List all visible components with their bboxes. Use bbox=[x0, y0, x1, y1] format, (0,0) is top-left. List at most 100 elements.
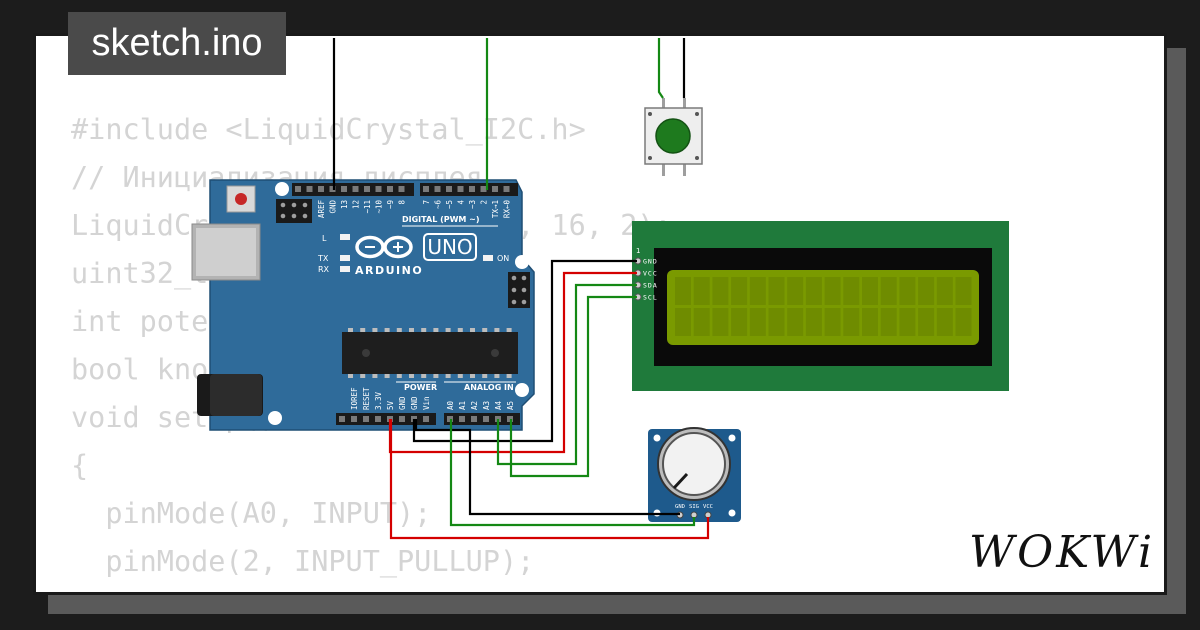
chip-leg bbox=[421, 328, 427, 332]
digital-pin-holes bbox=[295, 186, 510, 192]
chip-leg bbox=[482, 374, 488, 378]
pin-label: ~6 bbox=[434, 200, 443, 210]
pin-label: IOREF bbox=[350, 387, 359, 410]
lcd-cell bbox=[805, 277, 822, 305]
pot-pins: GND SIG VCC bbox=[675, 504, 713, 519]
pin-label: 12 bbox=[352, 200, 361, 209]
chip-leg bbox=[372, 374, 378, 378]
atmega-chip bbox=[342, 332, 518, 374]
wire-green bbox=[509, 295, 637, 478]
lcd-cell bbox=[862, 277, 878, 305]
mounting-hole bbox=[515, 255, 529, 269]
lcd-cell bbox=[824, 277, 841, 305]
chip-leg bbox=[433, 328, 439, 332]
pot-knob[interactable] bbox=[662, 432, 726, 496]
pin-hole bbox=[364, 186, 370, 192]
code-line: pinMode(A0, INPUT); bbox=[71, 497, 432, 530]
pin-label: 8 bbox=[398, 200, 407, 205]
led-label-l: L bbox=[322, 234, 327, 243]
pin-hole bbox=[457, 186, 464, 192]
pin-label: 13 bbox=[340, 200, 349, 209]
pin-label: GND bbox=[398, 396, 407, 410]
pin-hole bbox=[399, 416, 405, 422]
lcd-pin-label: VCC bbox=[643, 270, 658, 278]
pin-hole bbox=[341, 186, 347, 192]
wire-green bbox=[449, 419, 696, 527]
potentiometer[interactable]: GND SIG VCC bbox=[648, 427, 741, 522]
wire-green bbox=[657, 38, 664, 99]
led-on bbox=[483, 255, 493, 261]
power-analog-pin-holes bbox=[339, 416, 513, 422]
pin-label: 3.3V bbox=[374, 391, 383, 410]
pin-hole bbox=[446, 186, 452, 192]
reset-button-cap[interactable] bbox=[235, 193, 247, 205]
icsp-header bbox=[276, 199, 312, 223]
lcd-cell bbox=[824, 308, 841, 336]
chip-leg bbox=[384, 328, 390, 332]
pin-hole bbox=[295, 186, 301, 192]
power-header-label: POWER bbox=[404, 383, 437, 392]
pin-label: 7 bbox=[422, 200, 431, 205]
lcd-cell bbox=[712, 277, 729, 305]
pin-hole bbox=[363, 416, 369, 422]
pin-hole bbox=[398, 186, 405, 192]
pin-hole bbox=[339, 416, 345, 422]
pin-label: ~9 bbox=[386, 200, 395, 209]
pin-hole bbox=[351, 416, 357, 422]
wokwi-logo: WOKWi bbox=[969, 527, 1152, 578]
chip-leg bbox=[348, 328, 353, 332]
lcd-cell bbox=[899, 308, 916, 336]
chip-leg bbox=[433, 374, 439, 378]
sketch-filename-tab[interactable]: sketch.ino bbox=[68, 12, 286, 75]
arduino-infinity-logo bbox=[355, 235, 413, 259]
led-label-tx: TX bbox=[317, 254, 329, 263]
lcd-cell bbox=[731, 308, 748, 336]
pin-hole bbox=[471, 416, 477, 422]
pin-label: RESET bbox=[362, 387, 371, 410]
pin-label: ~10 bbox=[375, 200, 384, 214]
push-button-cap[interactable] bbox=[655, 118, 691, 154]
pin-label: A3 bbox=[482, 401, 491, 410]
pin-hole bbox=[492, 186, 498, 192]
chip-leg bbox=[494, 328, 500, 332]
pot-pin-label: VCC bbox=[703, 504, 713, 510]
pin-label: 4 bbox=[457, 200, 466, 205]
lcd-cell bbox=[768, 308, 785, 336]
pin-hole bbox=[329, 186, 336, 192]
lcd-cell bbox=[805, 308, 822, 336]
chip-leg bbox=[470, 374, 475, 378]
chip-leg bbox=[396, 328, 402, 332]
led-rx bbox=[340, 266, 350, 272]
pin-hole bbox=[483, 416, 489, 422]
pin-hole bbox=[503, 186, 510, 192]
lcd-cell bbox=[843, 277, 860, 305]
lcd-cell bbox=[918, 277, 935, 305]
lcd-pin-index: 1 bbox=[636, 247, 640, 255]
lcd-cell bbox=[787, 277, 804, 305]
pin-hole bbox=[480, 186, 487, 192]
lcd-cell bbox=[918, 308, 935, 336]
brand-label: ARDUINO bbox=[355, 264, 423, 277]
pin-hole bbox=[387, 186, 393, 192]
push-button[interactable] bbox=[644, 98, 703, 176]
pin-label: GND bbox=[410, 396, 419, 410]
lcd-cell bbox=[768, 277, 785, 305]
pin-label: A4 bbox=[494, 400, 503, 410]
wire-black bbox=[414, 419, 680, 516]
lcd-cell bbox=[955, 308, 972, 336]
lcd-pin-label: SDA bbox=[643, 282, 658, 290]
pin-label: RX←0 bbox=[503, 200, 512, 219]
pot-pin-label: GND bbox=[675, 504, 685, 510]
uno-badge bbox=[423, 233, 477, 261]
code-line: { bbox=[71, 449, 89, 482]
chip-leg bbox=[409, 328, 414, 332]
chip-leg bbox=[421, 374, 427, 378]
chip-leg bbox=[482, 328, 488, 332]
wires bbox=[332, 38, 710, 540]
pot-pin-label: SIG bbox=[689, 504, 699, 510]
wire-black bbox=[412, 259, 637, 443]
